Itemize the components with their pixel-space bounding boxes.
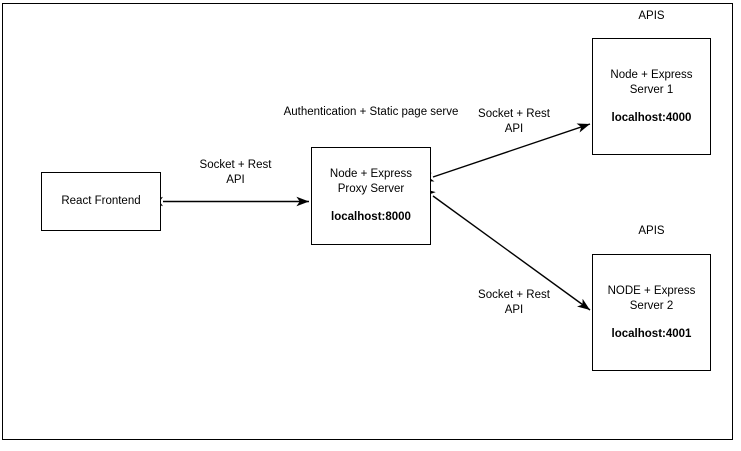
node-proxy-server-address: localhost:8000 (331, 211, 411, 223)
label-edge-frontend-proxy: Socket + Rest API (199, 159, 272, 186)
node-api-server-2-address: localhost:4001 (611, 327, 692, 340)
node-api-server-1-address: localhost:4000 (611, 111, 692, 124)
node-api-server-1-title: Node + Express Server 1 (610, 68, 693, 96)
node-api-server-2-title: NODE + Express Server 2 (607, 284, 696, 312)
node-react-frontend-title: React Frontend (61, 195, 141, 207)
node-proxy-server-title: Node + Express Proxy Server (329, 168, 413, 195)
label-apis-bottom: APIS (638, 225, 665, 237)
edge-proxy-server1 (421, 123, 591, 182)
label-proxy-role: Authentication + Static page serve (283, 106, 459, 118)
label-edge-proxy-server1: Socket + Rest API (478, 108, 550, 135)
node-api-server-1: Node + Express Server 1 localhost:4000 (592, 38, 711, 155)
label-apis-top: APIS (638, 10, 665, 22)
node-api-server-2: NODE + Express Server 2 localhost:4001 (592, 254, 711, 371)
edge-proxy-server2 (422, 188, 591, 311)
node-react-frontend: React Frontend (41, 172, 161, 231)
node-proxy-server: Node + Express Proxy Server localhost:80… (311, 147, 431, 245)
label-edge-proxy-server2: Socket + Rest API (478, 289, 550, 316)
